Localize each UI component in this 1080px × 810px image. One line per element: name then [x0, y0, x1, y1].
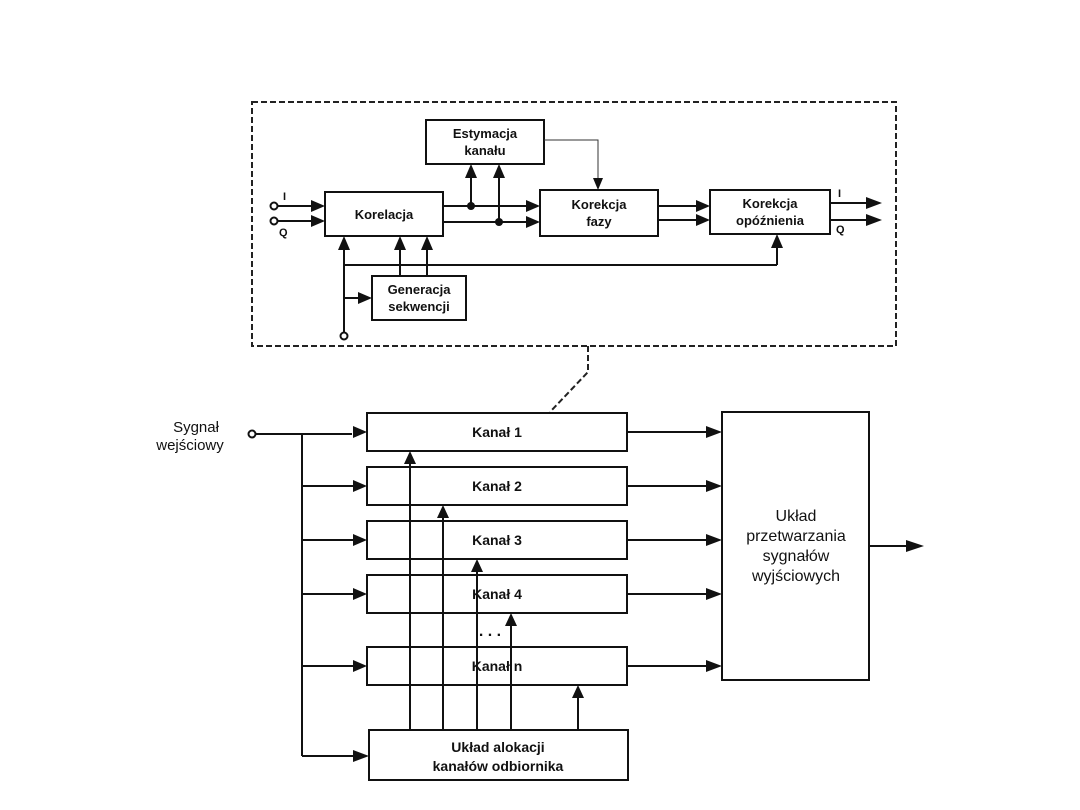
channel-ellipsis: . . .	[479, 623, 501, 640]
input-i-label: I	[283, 191, 286, 203]
channel-detail-panel: Estymacja kanału Korelacja Korekcja fazy…	[251, 101, 897, 347]
arrow-right-icon	[706, 480, 722, 492]
arrow-right-icon	[706, 660, 722, 672]
control-input-terminal	[339, 331, 349, 341]
arrow-up-icon	[505, 613, 517, 626]
arrow-right-icon	[358, 292, 372, 304]
arrow-right-icon	[353, 588, 367, 600]
block-delay-correction: Korekcja opóźnienia	[709, 189, 831, 235]
block-channel-allocation: Układ alokacji kanałów odbiornika	[368, 729, 629, 781]
channel-label: Kanał 1	[472, 424, 522, 440]
phase-correction-label-2: fazy	[586, 214, 612, 229]
arrow-up-icon	[493, 164, 505, 178]
iq-inputs: I Q	[269, 191, 325, 239]
channel-row: Kanał 3	[302, 520, 722, 560]
sequence-generation-label-1: Generacja	[388, 282, 452, 297]
arrow-up-icon	[572, 685, 584, 698]
arrow-right-icon	[706, 534, 722, 546]
output-q-label: Q	[836, 224, 845, 236]
block-output-processing: Układ przetwarzania sygnałów wyjściowych	[721, 411, 870, 681]
channel-estimation-label-1: Estymacja	[453, 126, 518, 141]
arrow-up-icon	[421, 236, 433, 250]
detail-connector	[549, 346, 589, 413]
channel-row: Kanał 4	[302, 574, 722, 614]
arrow-up-icon	[437, 505, 449, 518]
receiver-main: Sygnał wejściowy Kanał 1 Kanał 2 Kanał 3 Ka…	[155, 411, 924, 781]
channel-row: Kanał 2	[302, 466, 722, 506]
block-phase-correction: Korekcja fazy	[539, 189, 659, 237]
output-block-label-4: wyjściowych	[751, 568, 840, 585]
output-block-label-3: sygnałów	[763, 548, 830, 565]
arrow-right-icon	[706, 426, 722, 438]
detail-panel-border	[251, 101, 897, 347]
arrow-right-icon	[353, 660, 367, 672]
channel-label: Kanał 4	[472, 586, 522, 602]
arrow-up-icon	[338, 236, 350, 250]
arrow-right-icon	[526, 200, 540, 212]
arrow-up-icon	[471, 559, 483, 572]
channel-label: Kanał 3	[472, 532, 522, 548]
input-signal-label-2: wejściowy	[155, 437, 224, 454]
sequence-generation-label-2: sekwencji	[388, 299, 449, 314]
arrow-right-icon	[706, 588, 722, 600]
arrow-right-icon	[311, 215, 325, 227]
arrow-right-icon	[311, 200, 325, 212]
block-correlation: Korelacja	[324, 191, 444, 237]
input-signal-terminal	[247, 429, 257, 439]
input-q-terminal	[269, 216, 279, 226]
output-block-label-2: przetwarzania	[746, 528, 846, 545]
arrow-right-icon	[866, 214, 882, 226]
arrow-right-icon	[526, 216, 540, 228]
arrow-right-icon	[353, 480, 367, 492]
arrow-right-icon	[906, 540, 924, 552]
arrow-right-icon	[353, 750, 369, 762]
channel-estimation-label-2: kanału	[464, 143, 505, 158]
arrow-up-icon	[404, 451, 416, 464]
arrow-down-icon	[593, 178, 603, 190]
block-sequence-generation: Generacja sekwencji	[371, 275, 467, 321]
input-q-label: Q	[279, 227, 288, 239]
arrow-up-icon	[465, 164, 477, 178]
arrow-right-icon	[353, 426, 367, 438]
block-channel-estimation: Estymacja kanału	[425, 119, 545, 165]
arrow-up-icon	[394, 236, 406, 250]
allocation-label-1: Układ alokacji	[451, 739, 544, 755]
input-i-terminal	[269, 201, 279, 211]
delay-correction-label-2: opóźnienia	[736, 213, 805, 228]
output-block-label-1: Układ	[776, 508, 817, 525]
phase-correction-label-1: Korekcja	[572, 197, 628, 212]
input-signal-label-1: Sygnał	[173, 419, 220, 436]
channel-label: Kanał n	[472, 658, 523, 674]
arrow-up-icon	[771, 234, 783, 248]
delay-correction-label-1: Korekcja	[743, 196, 799, 211]
arrow-right-icon	[696, 200, 710, 212]
channel-label: Kanał 2	[472, 478, 522, 494]
channel-row: Kanał 1	[353, 412, 722, 452]
correlation-label: Korelacja	[355, 207, 414, 222]
output-i-label: I	[838, 188, 841, 200]
arrow-right-icon	[866, 197, 882, 209]
arrow-right-icon	[353, 534, 367, 546]
arrow-right-icon	[696, 214, 710, 226]
allocation-label-2: kanałów odbiornika	[433, 758, 564, 774]
